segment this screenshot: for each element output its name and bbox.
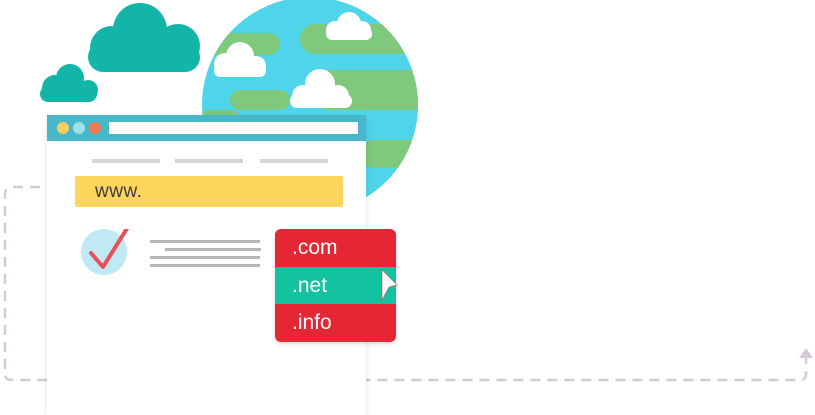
cloud-icon (88, 3, 200, 72)
nav-placeholder (92, 159, 160, 163)
domain-option-info[interactable]: .info (275, 304, 396, 342)
checkmark-icon (81, 229, 129, 275)
nav-placeholder (175, 159, 243, 163)
mouse-cursor-icon (381, 270, 398, 301)
cloud-icon (40, 64, 98, 102)
text-placeholder (150, 264, 260, 267)
text-placeholder (165, 248, 261, 251)
dashed-path (3, 185, 808, 382)
browser-window: www. (47, 115, 366, 415)
nav-placeholder (260, 159, 328, 163)
domain-search-field[interactable]: www. (75, 176, 343, 207)
browser-titlebar (47, 115, 366, 141)
text-placeholder (150, 240, 260, 243)
text-placeholder (150, 256, 260, 259)
window-control-close[interactable] (89, 122, 101, 134)
domain-extension-list: .com .net .info (275, 229, 396, 342)
address-bar[interactable] (109, 122, 358, 134)
domain-search-text: www. (95, 181, 143, 202)
window-control-minimize[interactable] (57, 122, 69, 134)
arrow-up-icon (799, 348, 813, 358)
window-control-maximize[interactable] (73, 122, 85, 134)
domain-option-net[interactable]: .net (275, 266, 396, 305)
domain-option-com[interactable]: .com (275, 229, 396, 267)
